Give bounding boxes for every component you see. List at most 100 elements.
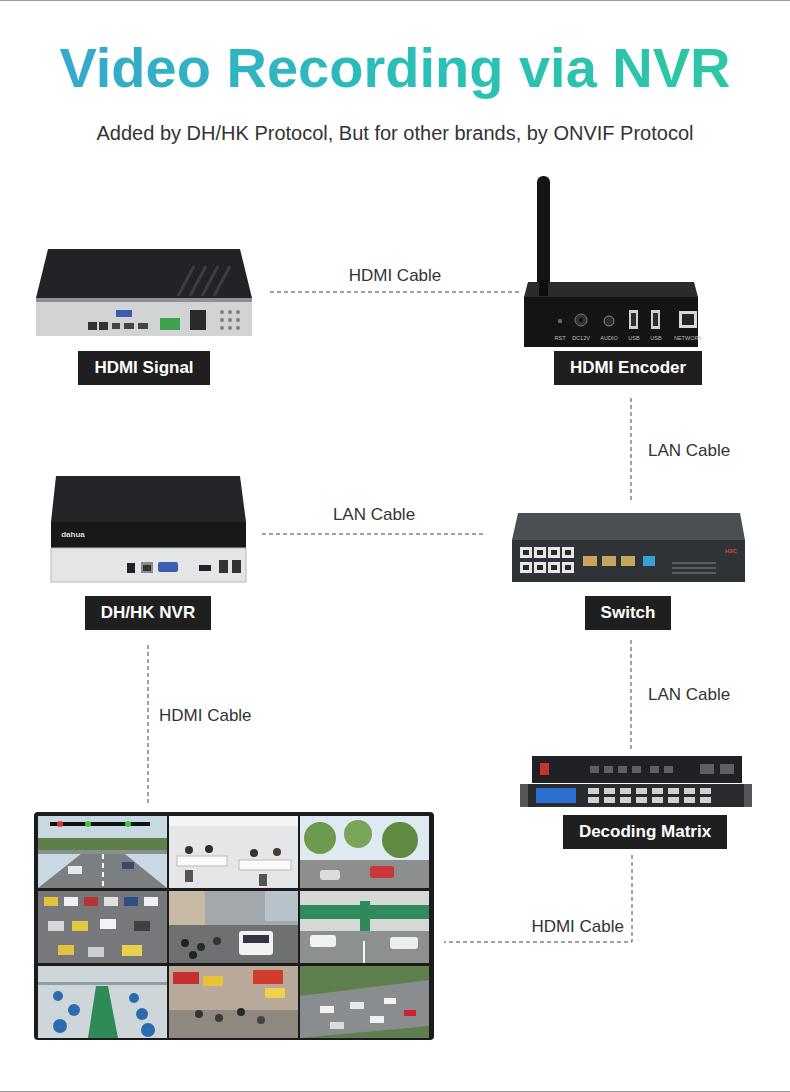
hdmi-source-device-part: [99, 322, 108, 330]
camera-tile-part: [300, 966, 429, 1038]
hdmi-source-device-part-part: [236, 310, 240, 314]
camera-tile-part: [237, 1008, 245, 1016]
camera-tile-part: [169, 925, 298, 963]
decoding-matrix-device-part-part: [620, 797, 631, 803]
device-label: HDMI Encoder: [554, 351, 702, 385]
port-label: NETWORK: [674, 335, 702, 341]
camera-tile-part: [265, 988, 285, 998]
camera-tile: [169, 966, 298, 1038]
decoding-matrix-device-part-part: [620, 788, 631, 794]
device-node: Decoding Matrix: [520, 752, 752, 849]
hdmi-source-device-part-part: [220, 318, 224, 322]
video-wall-part: [34, 812, 434, 1040]
hdmi-source-device-part-part: [228, 318, 232, 322]
camera-tile-part: [169, 816, 298, 888]
nvr-device-part: [51, 522, 246, 548]
camera-tile-part: [300, 816, 429, 888]
nvr-device-part: [143, 565, 151, 571]
cable-connector: [270, 292, 520, 293]
hdmi-source-device-part: [88, 322, 97, 330]
camera-tile-part: [304, 822, 336, 854]
decoding-matrix-device-part-part: [720, 764, 734, 774]
decoding-matrix-device-part: [588, 788, 711, 803]
camera-tile-part: [330, 1022, 344, 1029]
camera-tile: [300, 966, 429, 1038]
hdmi-source-device-part: [124, 323, 134, 329]
bottom-rule: [0, 1091, 790, 1092]
camera-tile-part: [370, 1016, 384, 1023]
device-node: DH/HK NVR: [51, 475, 246, 630]
camera-tile-part: [122, 945, 142, 956]
camera-tile: [300, 891, 429, 963]
switch-device-part-part: [565, 550, 571, 555]
switch-device-part-part: [523, 565, 529, 570]
camera-tile-part: [239, 931, 273, 955]
camera-tile-part: [100, 919, 116, 929]
camera-tile-part: [300, 860, 429, 888]
camera-tile-part: [300, 931, 429, 963]
camera-tile-part: [320, 870, 340, 880]
camera-tile-part: [239, 860, 291, 870]
hdmi-source-device-part-part: [236, 326, 240, 330]
camera-tile-part: [85, 821, 91, 827]
switch-device-part-part: [672, 567, 716, 569]
camera-tile-part: [44, 897, 58, 906]
page-title: Video Recording via NVR: [59, 36, 730, 100]
camera-tile-part: [38, 850, 167, 888]
cable-connector: [631, 398, 632, 503]
switch-device-part-part: [534, 562, 546, 573]
decoding-matrix-device-part-part: [604, 766, 613, 773]
camera-tile-part: [197, 943, 205, 951]
subtitle: Added by DH/HK Protocol, But for other b…: [97, 122, 694, 145]
device-label: HDMI Signal: [78, 351, 209, 385]
hdmi-source-device-part-part: [220, 310, 224, 314]
decoding-matrix-device-part-part: [636, 797, 647, 803]
camera-tile-part: [169, 966, 298, 1038]
hdmi-source-device: [36, 249, 252, 336]
camera-tile-part: [57, 821, 63, 827]
camera-tile-part: [243, 935, 269, 943]
hdmi-encoder-device-part: [524, 297, 698, 347]
camera-tile-part: [68, 1004, 80, 1016]
hdmi-source-device-part: [138, 323, 148, 329]
camera-tile-part: [84, 897, 98, 906]
camera-tile-part: [38, 982, 167, 985]
camera-tile-part: [265, 891, 298, 921]
camera-tile-part: [310, 935, 336, 947]
decoding-matrix-device-part-part: [604, 797, 615, 803]
camera-tile-part: [122, 862, 134, 869]
hdmi-encoder-device-part: [537, 176, 550, 288]
switch-device-part-part: [551, 565, 557, 570]
camera-tile-part: [58, 945, 74, 955]
hdmi-encoder-device-part: [524, 282, 698, 297]
camera-tile-part: [104, 897, 118, 906]
camera-tile-part: [129, 993, 139, 1003]
hdmi-encoder-device-part: [653, 313, 658, 326]
decoding-matrix-device-part: [540, 763, 549, 775]
decoding-matrix-device-part: [520, 784, 528, 807]
switch-device-part-part: [537, 550, 543, 555]
camera-tile: [300, 816, 429, 888]
camera-tile-part: [141, 1023, 155, 1037]
hdmi-encoder-device-part: [679, 311, 697, 328]
camera-tile-part: [38, 850, 167, 854]
camera-tile-part: [215, 1014, 223, 1022]
hdmi-source-device-part: [112, 323, 120, 329]
decoding-matrix-device-part-part: [700, 764, 714, 774]
decoding-matrix-device-part-part: [668, 797, 679, 803]
cable-label: HDMI Cable: [528, 917, 627, 937]
camera-tile-part: [213, 937, 221, 945]
camera-tile-part: [250, 849, 258, 857]
port-label: DC12V: [572, 335, 590, 341]
switch-device-part: [512, 540, 745, 582]
hdmi-source-device-part: [36, 249, 252, 298]
decoding-matrix-device-part-part: [636, 788, 647, 794]
hdmi-source-device-part: [220, 310, 240, 330]
switch-device-part-part: [548, 562, 560, 573]
hdmi-encoder-device-part: [651, 310, 660, 329]
video-wall: [34, 812, 434, 1040]
decoding-matrix-device-part: [520, 784, 752, 807]
